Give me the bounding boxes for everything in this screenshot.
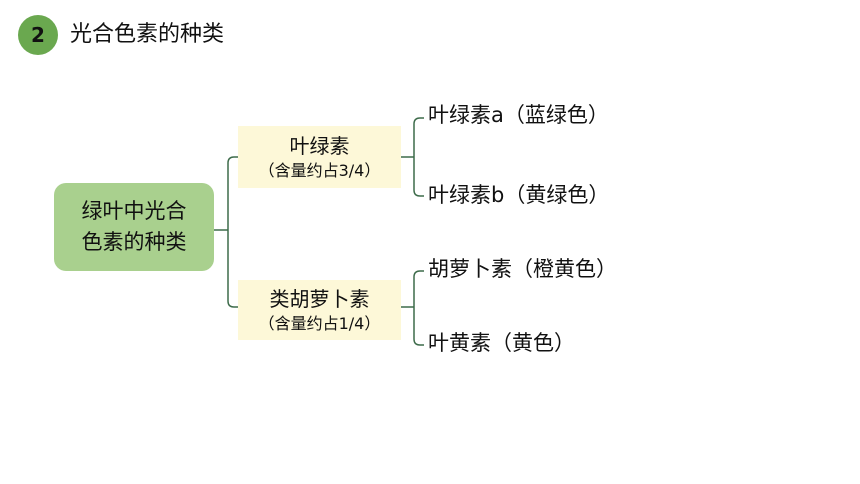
section-number-badge: 2 — [18, 15, 58, 55]
branch-2-bracket — [401, 270, 424, 346]
leaf-node-chlorophyll-a: 叶绿素a（蓝绿色） — [428, 103, 609, 127]
branch-1-bracket — [401, 117, 424, 197]
page-title: 光合色素的种类 — [70, 22, 225, 47]
branch-title: 叶绿素 — [289, 134, 350, 158]
root-label-line-2: 色素的种类 — [81, 230, 187, 254]
branch-node-chlorophyll: 叶绿素 （含量约占3/4） — [238, 126, 401, 188]
branch-note: （含量约占3/4） — [258, 161, 381, 180]
leaf-node-chlorophyll-b: 叶绿素b（黄绿色） — [428, 183, 610, 207]
root-label-line-1: 绿叶中光合 — [81, 199, 187, 223]
branch-node-carotenoids: 类胡萝卜素 （含量约占1/4） — [238, 280, 401, 340]
leaf-node-carotene: 胡萝卜素（橙黄色） — [428, 257, 617, 281]
root-bracket — [214, 156, 238, 308]
branch-title: 类胡萝卜素 — [269, 287, 370, 311]
branch-note: （含量约占1/4） — [258, 314, 381, 333]
leaf-node-xanthophyll: 叶黄素（黄色） — [428, 331, 575, 355]
root-node: 绿叶中光合 色素的种类 — [54, 183, 214, 271]
